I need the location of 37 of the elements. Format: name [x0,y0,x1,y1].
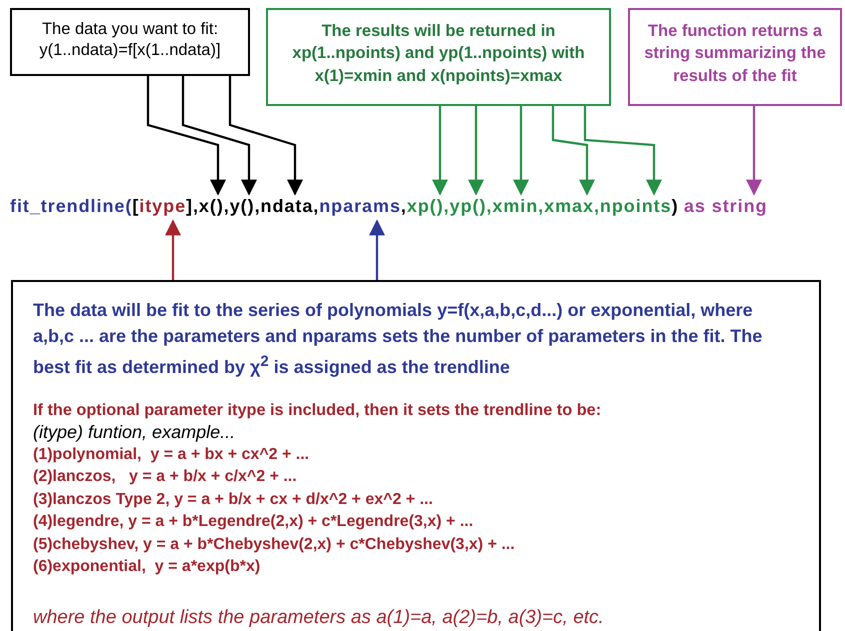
arrow [552,106,595,196]
fit-type-item: (3)lanczos Type 2, y = a + b/x + cx + d/x^2 + ex^2 + ... [33,490,433,510]
option-note: If the optional parameter itype is included, then it sets the trendline to be: [33,400,602,420]
box-text: The data you want to fit: y(1..ndata)=f[x(1..ndata)] [38,19,222,60]
data-input-box [10,8,250,76]
output-arguments: xp(),yp(),xmin,xmax,npoints [406,196,672,216]
results-box [266,8,611,106]
example-heading: (itype) funtion, example... [33,421,236,444]
arrow [165,219,181,280]
description-box [11,280,821,631]
arrow [182,76,257,196]
return-type: as string [684,196,768,216]
arrow [468,106,484,196]
bracket: [ [132,196,140,216]
arrow [432,106,448,196]
arrow [146,76,226,196]
parenthesis: ) [672,196,679,216]
box-text: The function returns a string summarizing the results of the fit [643,21,827,87]
fit-type-item: (6)exponential, y = a*exp(b*x) [33,557,260,577]
output-note: where the output lists the parameters as a(1)=a, a(2)=b, a(3)=c, etc. [33,606,604,629]
comma: , [400,196,407,216]
fit-type-item: (2)lanczos, y = a + b/x + c/x^2 + ... [33,467,297,487]
fit-type-item: (5)chebyshev, y = a + b*Chebyshev(2,x) + c*Chebyshev(3,x) + ... [33,534,515,554]
function-name: fit_trendline( [10,196,132,216]
parameter-name: nparams [319,196,401,216]
description-paragraph: The data will be fit to the series of polynomials y=f(x,a,b,c,d...) or exponential, where a,b,c ... are the parameters and nparams sets the number of parameters in the fit. The best fit as determined by χ$^{2}$ is assigned as the trendline [33,299,764,379]
arrow [513,106,529,196]
return-value-box [628,8,842,106]
fit-type-item: (4)legendre, y = a + b*Legendre(2,x) + c*Legendre(3,x) + ... [33,512,474,532]
fit-type-item: (1)polynomial, y = a + bx + cx^2 + ... [33,444,310,464]
parameter-name: itype [139,196,186,216]
arrow [369,219,385,280]
argument-list: ],x(),y(),ndata, [186,196,320,216]
arrow [746,106,762,196]
arrow [584,106,662,196]
box-text: The results will be returned in xp(1..npoints) and yp(1..npoints) with x(1)=xmin and x(npoints)=xmax [291,21,586,87]
arrow [228,76,303,196]
